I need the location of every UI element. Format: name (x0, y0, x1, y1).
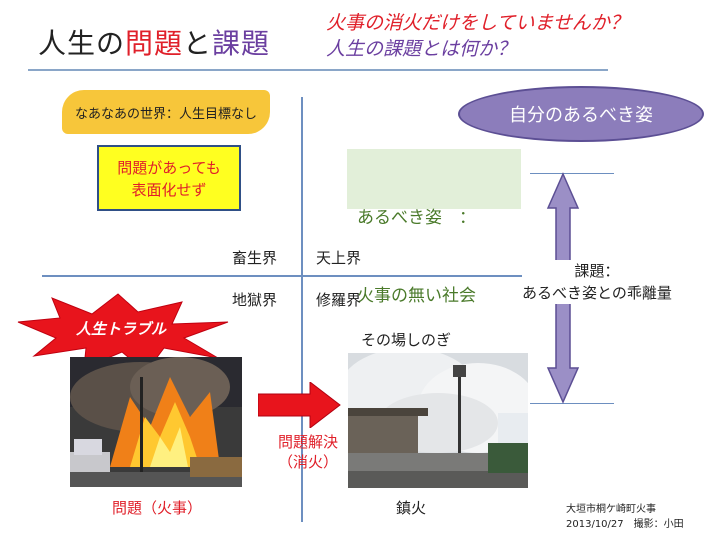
title-part3: と (183, 27, 213, 60)
smoke-photo (348, 353, 528, 488)
photo-credit: 大垣市桐ケ崎町火事 2013/10/27 撮影：小田 (566, 502, 684, 532)
ideal-state-line2: 火事の無い社会 (357, 286, 476, 306)
quadrant-animal: 畜生界 (232, 249, 278, 267)
top-level-tick (530, 173, 614, 174)
subtitle-line2: 人生の課題とは何か？ (326, 36, 629, 62)
no-goal-banner: なあなあの世界：人生目標なし (62, 90, 270, 134)
title-underline (28, 69, 608, 71)
task-label-line2: あるべき姿との乖離量 (522, 282, 672, 304)
credit-line1: 大垣市桐ケ崎町火事 (566, 504, 656, 515)
title-problem: 問題 (125, 27, 184, 60)
stopgap-label: その場しのぎ (361, 331, 452, 349)
quadrant-hell: 地獄界 (232, 291, 278, 309)
solve-arrow (258, 382, 341, 428)
ideal-state-line1: あるべき姿 ： (357, 208, 476, 228)
solve-label: 問題解決 （消火） (278, 432, 338, 472)
task-label: 課題： あるべき姿との乖離量 (522, 260, 672, 304)
hidden-problem-line1: 問題があっても (117, 159, 221, 177)
subtitle-line2-a: 人生の課題 (326, 38, 422, 60)
ideal-state-box: あるべき姿 ： 火事の無い社会 (347, 149, 521, 306)
hidden-problem-box: 問題があっても 表面化せず (97, 145, 241, 211)
title-part1: 人生の (38, 27, 126, 60)
subtitle: 火事の消火だけをしていませんか？ 人生の課題とは何か？ (326, 10, 629, 62)
horizontal-axis (42, 275, 612, 277)
problem-caption: 問題（火事） (112, 499, 203, 517)
task-label-line1: 課題： (522, 260, 672, 282)
slide-title: 人生の問題と課題 (38, 22, 270, 62)
subtitle-line1: 火事の消火だけをしていませんか？ (326, 12, 629, 34)
credit-line2: 2013/10/27 撮影：小田 (566, 519, 684, 530)
bottom-level-tick (530, 403, 614, 404)
quadrant-asura: 修羅界 (316, 291, 362, 309)
vertical-axis (301, 97, 303, 522)
trouble-burst-icon (17, 293, 229, 373)
subtitle-line2-b: とは何か？ (421, 38, 517, 60)
quadrant-heaven: 天上界 (316, 249, 362, 267)
ideal-self-ellipse: 自分のあるべき姿 (458, 86, 704, 142)
trouble-label: 人生トラブル (76, 320, 167, 338)
extinguished-caption: 鎮火 (396, 499, 427, 517)
solve-line2: （消火） (278, 453, 339, 471)
hidden-problem-line2: 表面化せず (131, 181, 207, 199)
title-task: 課題 (212, 27, 271, 60)
fire-photo (70, 357, 242, 487)
solve-line1: 問題解決 (278, 433, 339, 451)
